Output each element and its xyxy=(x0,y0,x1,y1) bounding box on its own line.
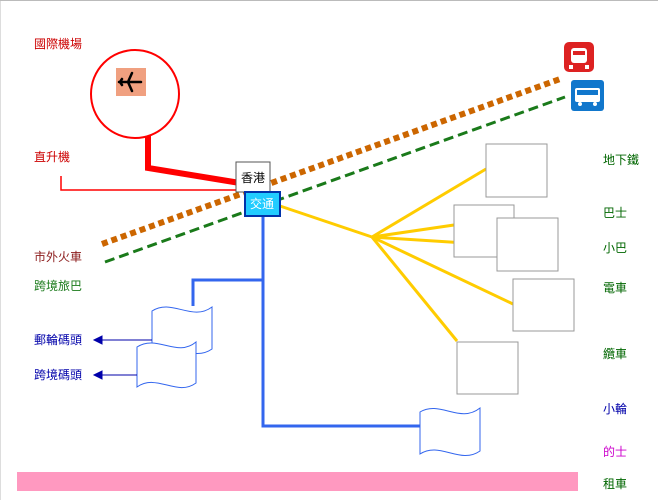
cable-car-label: 纜車 xyxy=(603,347,627,361)
mtr-photo-frame xyxy=(485,143,548,198)
tram-label: 電車 xyxy=(603,281,627,295)
bus-label: 巴士 xyxy=(603,206,627,220)
urban-transport-lines xyxy=(279,167,514,342)
crossborder-coach-label: 跨境旅巴 xyxy=(34,278,82,293)
small-ferry-label: 小輪 xyxy=(603,401,627,416)
ferry-arrows xyxy=(92,335,152,380)
hk-node xyxy=(235,161,271,193)
bus-icon xyxy=(571,80,604,111)
intercity-rail-line xyxy=(100,76,562,247)
small-ferry-flag xyxy=(419,406,481,457)
car-rental-label: 租車 xyxy=(603,477,627,491)
minibus-label: 小巴 xyxy=(603,241,627,255)
photo-frames xyxy=(453,143,575,395)
crossborder-ferry-label: 跨境碼頭 xyxy=(34,367,82,382)
cruise-terminal-label: 郵輪碼頭 xyxy=(34,332,82,347)
taxi-label: 的士 xyxy=(603,444,627,459)
mtr-label: 地下鐵 xyxy=(603,152,639,167)
helicopter-label: 直升機 xyxy=(34,149,70,164)
hk-label: 香港 xyxy=(241,171,265,185)
train-icon xyxy=(564,42,594,72)
ferry-flag xyxy=(136,340,197,389)
water-lines xyxy=(191,212,420,428)
crossborder-coach-line xyxy=(104,95,566,264)
airplane-icon xyxy=(116,68,146,96)
transport-label: 交通 xyxy=(250,196,274,211)
tram-photo-frame xyxy=(512,278,575,332)
intercity-train-label: 市外火車 xyxy=(34,249,82,264)
cablecar-photo-frame xyxy=(456,341,519,395)
rental-bar xyxy=(17,472,578,491)
flag-shapes xyxy=(136,306,481,457)
helicopter-line xyxy=(60,176,236,191)
airport-label: 國際機場 xyxy=(34,36,82,51)
airport-line xyxy=(145,136,241,186)
minibus-photo-frame xyxy=(496,217,559,272)
transport-node xyxy=(244,191,281,217)
